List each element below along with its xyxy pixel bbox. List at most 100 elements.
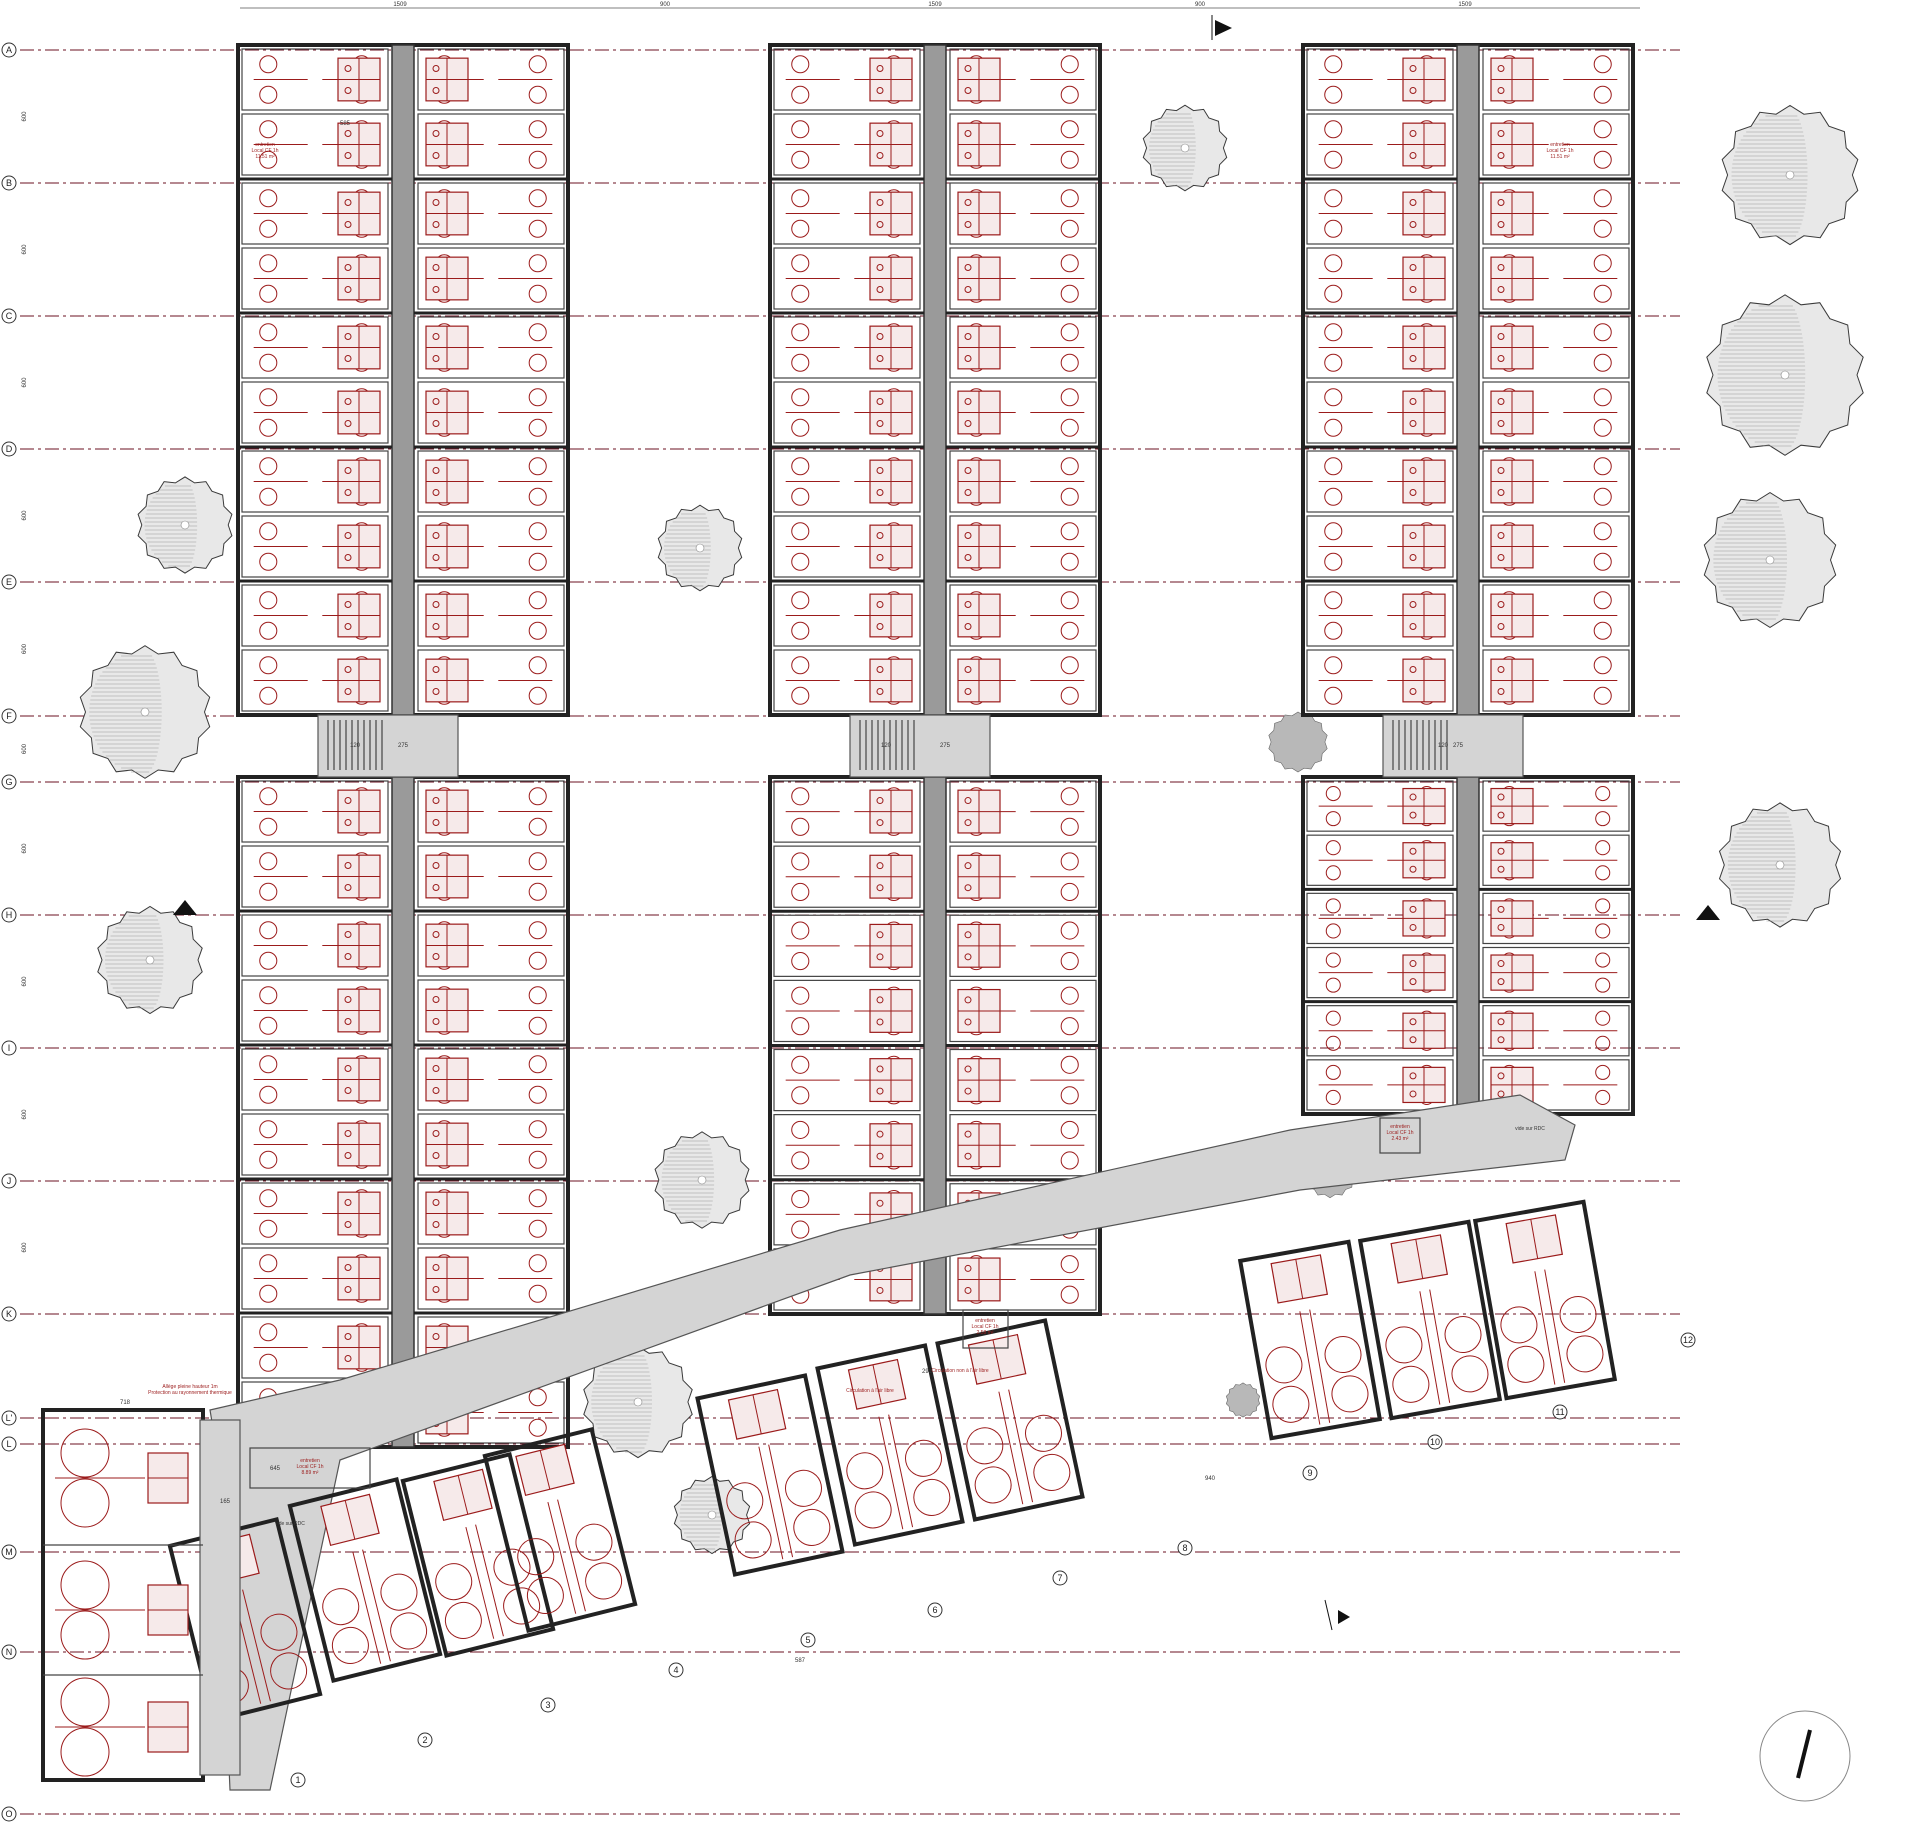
- column-label: 12: [1683, 1335, 1693, 1345]
- top-dimension-chain: 1509 900 1509 900 1509: [240, 2, 1640, 9]
- grid-marker: L: [1, 1436, 17, 1452]
- room-unit: [949, 584, 1097, 647]
- tree: [657, 504, 743, 592]
- row-dimension: 600: [22, 244, 28, 255]
- room-unit: [1306, 450, 1454, 513]
- room-unit: [1482, 182, 1630, 245]
- column-marker: 7: [1052, 1570, 1068, 1586]
- room-unit: [1306, 113, 1454, 176]
- room-unit: [949, 979, 1097, 1043]
- stair-core-left: [317, 714, 459, 778]
- grid-marker: F: [1, 708, 17, 724]
- column-label: 6: [932, 1605, 937, 1615]
- room-unit: [773, 316, 921, 379]
- room-unit: [949, 845, 1097, 908]
- room-unit: [949, 182, 1097, 245]
- room-unit: [417, 316, 565, 379]
- room-unit: [773, 584, 921, 647]
- grid-marker: D: [1, 441, 17, 457]
- column-label: 3: [545, 1700, 550, 1710]
- room-unit: [1482, 515, 1630, 578]
- room-unit: [417, 845, 565, 908]
- room-unit: [773, 914, 921, 977]
- room-unit: [1306, 1059, 1454, 1111]
- room-unit: [241, 48, 389, 111]
- room-unit: [1482, 381, 1630, 444]
- column-marker: 4: [668, 1662, 684, 1678]
- tree: [583, 1345, 693, 1459]
- landing-width-right: 275: [1453, 743, 1464, 749]
- room-unit: [1482, 892, 1630, 945]
- service-title: entretien: [255, 142, 275, 148]
- room-unit: [1482, 834, 1630, 886]
- top-dim-1: 1509: [393, 2, 407, 8]
- service-subtitle: Local CF 1h: [1387, 1130, 1414, 1136]
- column-marker: 1: [290, 1772, 306, 1788]
- section-triangle-icon: [1696, 905, 1720, 920]
- room-unit: [241, 381, 389, 444]
- wing-unit: [695, 1373, 845, 1577]
- grid-label: L: [6, 1439, 11, 1449]
- room-unit: [417, 48, 565, 111]
- dim-940: 940: [1205, 1476, 1216, 1482]
- service-subtitle: Local CF 1h: [297, 1464, 324, 1470]
- vide-label-right: vide sur RDC: [1515, 1126, 1545, 1132]
- room-unit: [417, 113, 565, 176]
- block-center-south: [768, 775, 1102, 1316]
- room-unit: [417, 381, 565, 444]
- top-dim-5: 1509: [1458, 2, 1472, 8]
- tree: [1142, 104, 1228, 192]
- grid-marker: B: [1, 175, 17, 191]
- grid-marker: O: [1, 1806, 17, 1822]
- room-unit: [417, 450, 565, 513]
- room-unit: [1306, 584, 1454, 647]
- room-unit: [241, 914, 389, 977]
- service-subtitle: Local CF 1h: [972, 1324, 999, 1330]
- corridor: [1456, 44, 1480, 716]
- room-unit: [949, 1114, 1097, 1177]
- corridor: [923, 44, 947, 716]
- block-left-north: [236, 43, 570, 717]
- row-dimension: 600: [22, 1242, 28, 1253]
- row-dimension: 600: [22, 377, 28, 388]
- room-unit: [773, 182, 921, 245]
- room-unit: [1482, 584, 1630, 647]
- dim-645: 645: [270, 1466, 281, 1472]
- room-unit: [241, 316, 389, 379]
- grid-marker: J: [1, 1173, 17, 1189]
- room-unit: [949, 1048, 1097, 1112]
- room-unit: [1482, 113, 1630, 176]
- grid-label: O: [5, 1809, 12, 1819]
- room-unit: [773, 113, 921, 176]
- section-triangle-icon: [1324, 1599, 1350, 1631]
- walkway: [209, 1094, 1576, 1791]
- block-right-south: [1301, 775, 1635, 1116]
- service-room-right-top: entretien Local CF 1h 11.51 m²: [1547, 142, 1574, 160]
- room-unit: [1306, 780, 1454, 832]
- grid-label: G: [5, 777, 12, 787]
- room-unit: [1482, 946, 1630, 999]
- room-unit: [241, 1113, 389, 1176]
- room-unit: [773, 845, 921, 908]
- service-area: 2.43 m²: [1392, 1136, 1409, 1142]
- room-unit: [417, 1247, 565, 1310]
- service-subtitle: Local CF 1h: [1547, 148, 1574, 154]
- room-unit: [1306, 381, 1454, 444]
- room-unit: [773, 48, 921, 111]
- room-unit: [241, 780, 389, 843]
- grid-label: K: [6, 1309, 12, 1319]
- room-unit: [949, 48, 1097, 111]
- room-unit: [949, 381, 1097, 444]
- room-unit: [417, 780, 565, 843]
- room-unit: [241, 845, 389, 908]
- stair-width-right: 120: [1438, 743, 1449, 749]
- annex-unit: [55, 1677, 189, 1777]
- room-unit: [949, 515, 1097, 578]
- corridor: [1456, 776, 1480, 1115]
- room-unit: [1306, 48, 1454, 111]
- tree: [97, 905, 203, 1015]
- row-dimension: 600: [22, 643, 28, 654]
- row-dimension: 600: [22, 111, 28, 122]
- tree: [1225, 1382, 1261, 1418]
- room-unit: [773, 381, 921, 444]
